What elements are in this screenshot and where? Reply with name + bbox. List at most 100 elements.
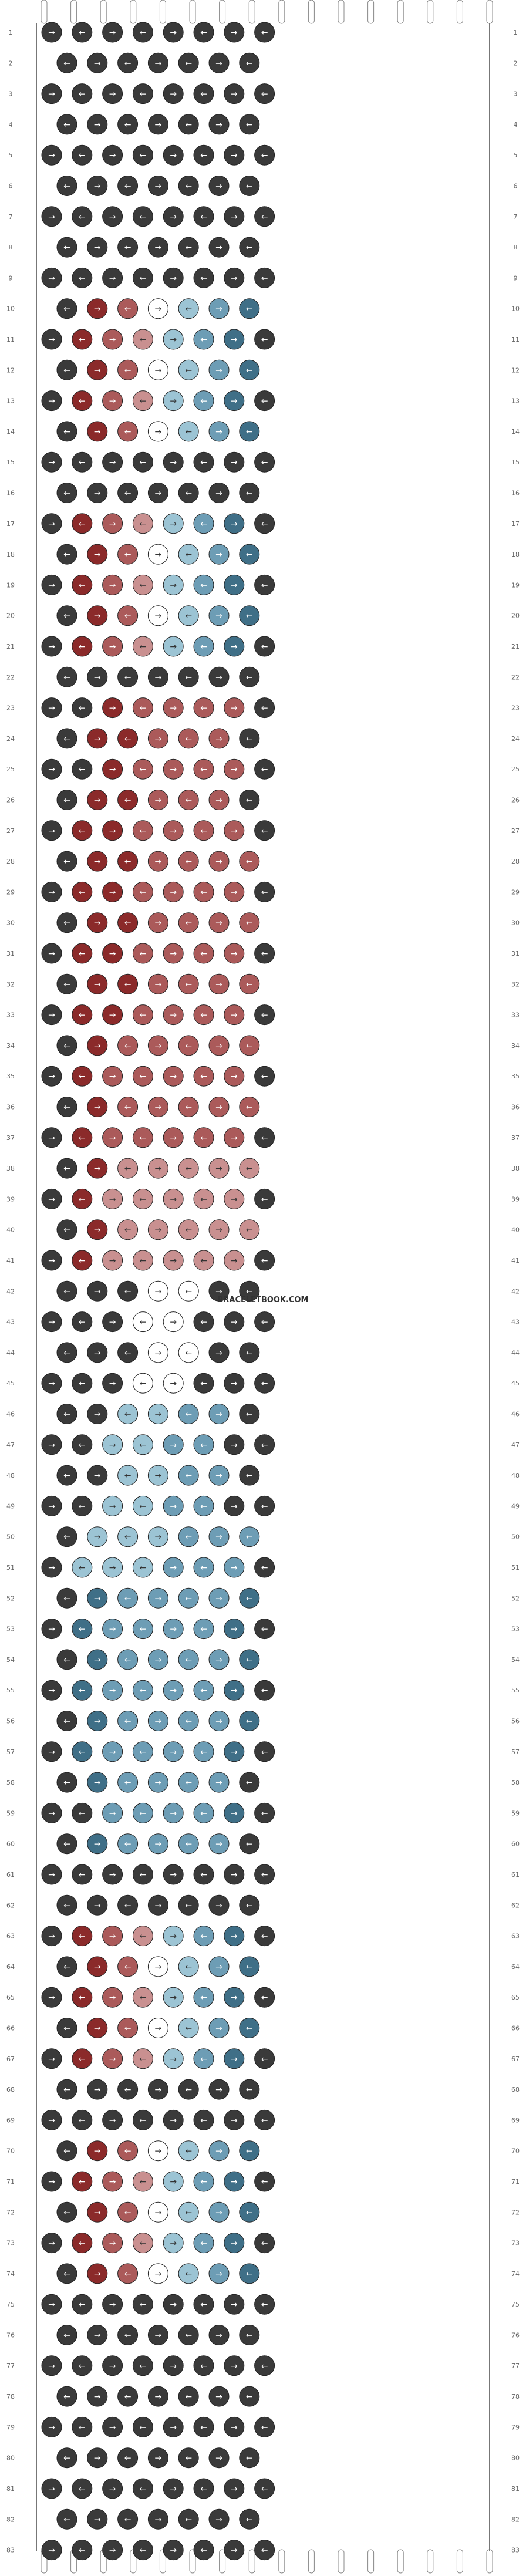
arrow-icon: → xyxy=(94,243,101,252)
arrow-icon: ← xyxy=(261,151,268,160)
knot-icon xyxy=(178,421,199,442)
knot-icon xyxy=(102,1066,123,1087)
knot-icon xyxy=(163,1619,184,1640)
knot: → xyxy=(163,820,184,841)
arrow-icon: ← xyxy=(63,1963,70,1972)
knot: → xyxy=(147,973,168,994)
knot-icon xyxy=(254,83,275,104)
knot-icon xyxy=(224,451,245,473)
row-label: 40 xyxy=(6,1226,15,1234)
knot-icon xyxy=(239,298,260,319)
knot-icon xyxy=(117,1404,139,1424)
arrow-icon: → xyxy=(109,949,116,959)
knot-icon xyxy=(41,697,62,719)
knot-icon xyxy=(163,1557,184,1578)
knot-icon xyxy=(102,943,123,964)
arrow-icon: → xyxy=(94,2331,101,2341)
knot: → xyxy=(163,1926,184,1947)
knot: ← xyxy=(193,2416,214,2437)
arrow-icon: ← xyxy=(200,397,207,406)
knot-icon xyxy=(239,421,260,442)
arrow-icon: → xyxy=(215,612,222,621)
knot: ← xyxy=(193,1250,214,1271)
knot-icon xyxy=(87,1280,108,1302)
arrow-icon: → xyxy=(215,120,222,130)
arrow-icon: ← xyxy=(200,213,207,222)
row-label: 11 xyxy=(6,336,15,343)
arrow-icon: ← xyxy=(185,1655,192,1665)
thread-start xyxy=(130,0,137,24)
knot-icon xyxy=(56,2325,77,2345)
knot-icon xyxy=(193,758,214,780)
knot-icon xyxy=(102,1004,123,1026)
knot: → xyxy=(147,2201,168,2223)
knot: → xyxy=(163,329,184,350)
knot: ← xyxy=(56,2447,77,2469)
arrow-icon: → xyxy=(231,642,238,652)
row-label: 32 xyxy=(6,980,15,988)
knot-icon xyxy=(72,2171,93,2192)
knot: ← xyxy=(56,1158,77,1179)
arrow-icon: → xyxy=(215,1901,222,1910)
knot: → xyxy=(163,758,184,780)
arrow-icon: ← xyxy=(124,1348,132,1358)
arrow-icon: ← xyxy=(185,550,192,559)
knot: → xyxy=(224,881,245,902)
knot-icon xyxy=(254,1987,275,2008)
knot: → xyxy=(224,943,245,964)
knot-icon xyxy=(41,451,62,473)
knot-icon xyxy=(41,2109,62,2130)
knot: ← xyxy=(193,2540,214,2561)
knot: ← xyxy=(239,1772,260,1793)
knot: ← xyxy=(178,1035,199,1056)
knot-icon xyxy=(178,851,199,872)
knot: → xyxy=(163,697,184,719)
arrow-icon: → xyxy=(170,1625,177,1634)
knot-icon xyxy=(56,1404,77,1424)
arrow-icon: → xyxy=(109,2362,116,2371)
row-label: 34 xyxy=(511,1042,520,1050)
knot-icon xyxy=(117,973,139,994)
row-label: 3 xyxy=(514,90,518,98)
row-label: 35 xyxy=(511,1073,520,1080)
arrow-icon: ← xyxy=(261,704,268,713)
knot: ← xyxy=(239,2263,260,2284)
knot-icon xyxy=(239,790,260,810)
knot: ← xyxy=(117,2508,139,2530)
knot-icon xyxy=(163,1066,184,1087)
arrow-icon: → xyxy=(109,2177,116,2187)
knot-icon xyxy=(224,2478,245,2499)
knot: ← xyxy=(72,513,93,534)
knot: ← xyxy=(117,52,139,73)
arrow-icon: ← xyxy=(185,2270,192,2279)
arrow-icon: → xyxy=(231,520,238,529)
arrow-icon: ← xyxy=(185,59,192,68)
knot: ← xyxy=(117,1035,139,1056)
arrow-icon: ← xyxy=(261,1072,268,1081)
knot: → xyxy=(163,1987,184,2008)
row-label: 48 xyxy=(6,1472,15,1479)
row-label: 3 xyxy=(9,90,13,98)
row-label: 27 xyxy=(511,827,520,835)
arrow-icon: ← xyxy=(261,2484,268,2494)
knot: ← xyxy=(254,1066,275,1087)
knot-icon xyxy=(147,2263,168,2284)
knot: ← xyxy=(178,1649,199,1670)
arrow-icon: → xyxy=(109,827,116,836)
arrow-icon: ← xyxy=(185,1840,192,1849)
knot-icon xyxy=(56,2079,77,2100)
row-label: 64 xyxy=(511,1963,520,1971)
knot: → xyxy=(102,1495,123,1516)
knot: ← xyxy=(254,2294,275,2315)
knot-icon xyxy=(147,1956,168,1977)
knot-icon xyxy=(41,1066,62,1087)
knot: ← xyxy=(239,237,260,258)
arrow-icon: ← xyxy=(246,673,253,682)
knot-icon xyxy=(178,2508,199,2530)
knot-icon xyxy=(41,267,62,288)
knot: ← xyxy=(132,820,153,841)
arrow-icon: ← xyxy=(63,796,70,805)
arrow-icon: → xyxy=(109,1993,116,2002)
knot-icon xyxy=(147,359,168,380)
knot-icon xyxy=(178,1280,199,1302)
